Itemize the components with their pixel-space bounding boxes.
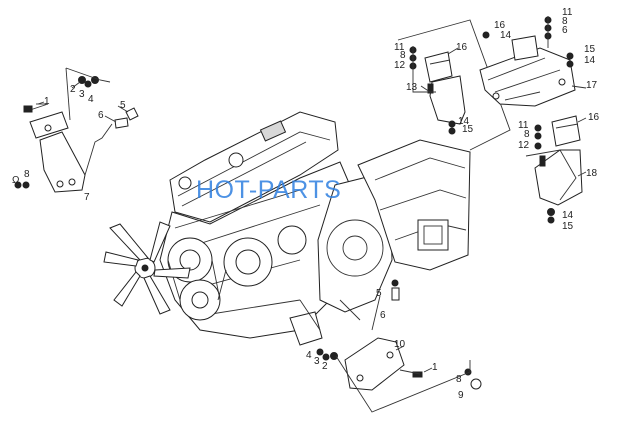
callout-14a: 14 [458,116,470,127]
washer-12b [534,142,542,150]
callout-6c: 6 [380,310,386,321]
right-mount-group [525,115,583,224]
rubber-mount-16b [511,35,539,61]
bolt-1b [412,371,423,378]
spacer-6c [391,287,400,301]
nut-11c [534,124,542,132]
callout-9b: 9 [458,390,464,401]
oil-pan-fitting [289,311,323,346]
oil-filler-cap [259,120,287,142]
callout-1b: 1 [432,362,438,373]
callout-2b: 2 [322,361,328,372]
washer-14a [448,120,456,128]
left-mount-group [14,67,139,193]
callout-11a: 11 [394,42,405,53]
washer-2a [78,76,86,84]
transmission-port [417,219,449,251]
callout-6a: 6 [98,110,104,121]
callout-13a: 13 [406,82,418,93]
washer-14d [547,208,555,216]
callout-17a: 17 [586,80,598,91]
watermark: HOT-PARTS [196,176,342,204]
breather-cap [228,152,244,168]
washer-8d [534,132,542,140]
callout-8b: 8 [400,50,406,61]
callout-15b: 15 [584,44,596,55]
mount-cushion-6a [114,117,129,129]
crossmember-17 [479,47,576,107]
callout-14c: 14 [584,55,596,66]
washer-14c [566,60,574,68]
nut-15c [547,216,555,224]
callout-4b: 4 [306,350,312,361]
callout-1a: 1 [44,96,50,107]
callout-4a: 4 [88,94,94,105]
callout-14b: 14 [500,30,512,41]
bolt-5a [125,107,139,121]
callout-5b: 5 [376,288,382,299]
callout-8c: 8 [562,16,568,27]
nut-15a [448,127,456,135]
callout-11c: 11 [518,120,529,131]
callout-16b: 16 [494,20,506,31]
cushion-9b [470,378,482,390]
callout-14d: 14 [562,210,574,221]
leader-lines [37,47,587,373]
bolt-5b [391,279,399,287]
left-mount-bracket [39,131,86,193]
callout-8a: 8 [24,169,30,180]
callout-15c: 15 [562,221,574,232]
callout-16c: 16 [588,112,600,123]
callout-8d: 8 [524,129,530,140]
callout-12b: 12 [518,140,530,151]
callout-12a: 12 [394,60,406,71]
callout-9a: Ω [12,175,20,186]
callout-8e: 8 [456,374,462,385]
bolt-1a [23,105,33,113]
nut-15b [566,52,574,60]
washer-3b [322,353,330,361]
washer-14b [482,31,490,39]
callout-5a: 5 [120,100,126,111]
valve-cover [169,111,339,223]
washer-8a [22,181,30,189]
callout-3a: 3 [79,89,85,100]
callout-16a: 16 [456,42,468,53]
rubber-mount-16a [424,51,453,83]
bottom-mount-group [316,279,482,413]
nut-4b [316,348,324,356]
callout-10a: 10 [394,339,406,350]
engine-assembly [103,111,471,346]
callout-3b: 3 [314,356,320,367]
washer-2b [330,352,338,360]
mount-bracket-13a [429,75,466,125]
callout-6b: 6 [562,25,568,36]
callout-15a: 15 [462,124,474,135]
callout-18a: 18 [586,168,598,179]
nut-4a [91,76,99,84]
rubber-mount-16c [551,115,581,147]
callout-2a: 2 [70,84,76,95]
callout-7a: 7 [84,192,90,203]
crossmember-group [479,16,576,107]
callout-labels: 1 2 3 4 5 6 7 8 Ω 11 8 12 13 16 14 15 16… [12,7,600,401]
cooling-fan [103,221,191,315]
washer-3a [84,80,92,88]
callout-11b: 11 [562,7,573,18]
